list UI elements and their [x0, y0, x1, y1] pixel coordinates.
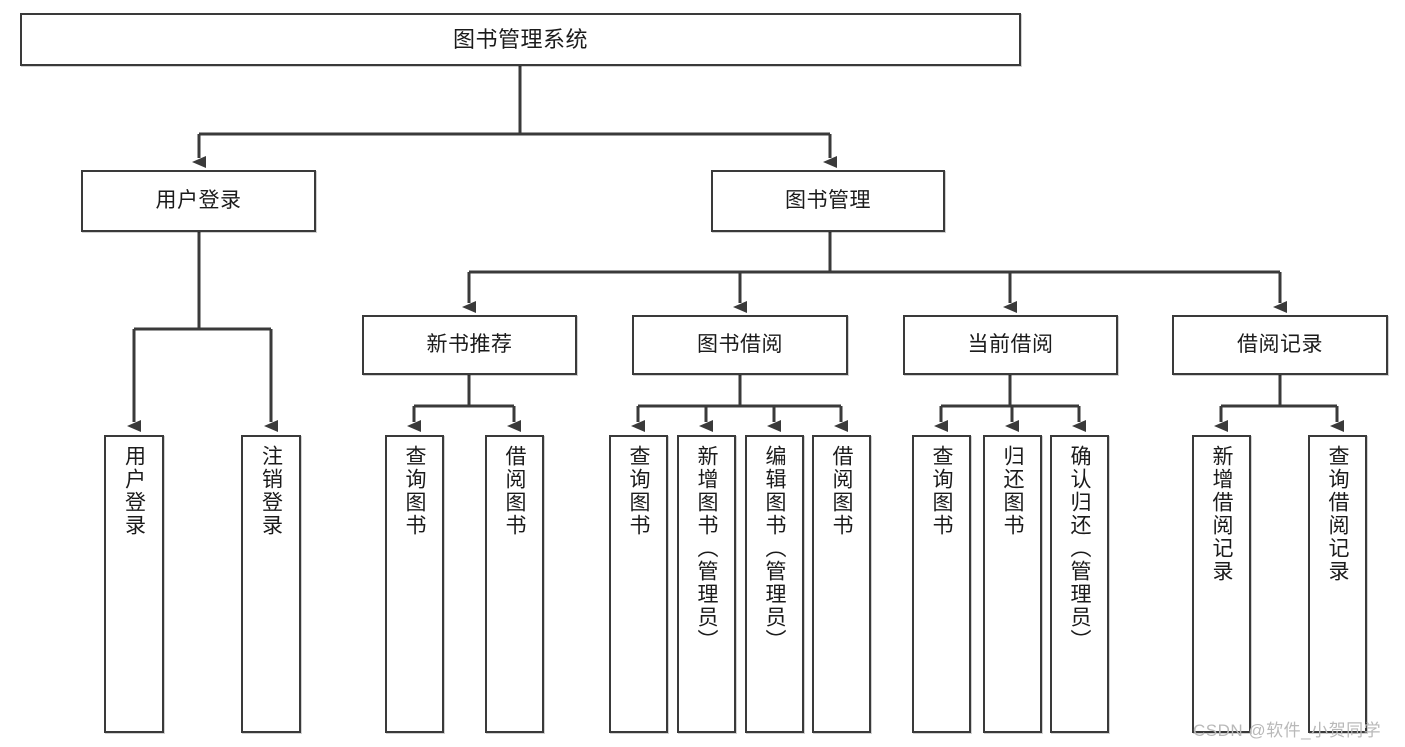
leaf-label: 借阅图书 — [503, 445, 526, 537]
leaf-query-book-current[interactable]: 查询图书 — [912, 435, 971, 733]
node-current-borrow-label: 当前借阅 — [967, 332, 1054, 356]
node-user-login[interactable]: 用户登录 — [81, 170, 316, 232]
leaf-label: 查询借阅记录 — [1326, 445, 1349, 583]
leaf-confirm-return-admin[interactable]: 确认归还（管理员） — [1050, 435, 1109, 733]
leaf-return-book[interactable]: 归还图书 — [983, 435, 1042, 733]
leaf-edit-book-admin[interactable]: 编辑图书（管理员） — [745, 435, 804, 733]
leaf-borrow-book[interactable]: 借阅图书 — [812, 435, 871, 733]
leaf-add-book-admin[interactable]: 新增图书（管理员） — [677, 435, 736, 733]
node-borrow-record[interactable]: 借阅记录 — [1172, 315, 1388, 375]
leaf-label: 查询图书 — [930, 445, 953, 537]
node-new-book-recommendation-label: 新书推荐 — [426, 332, 513, 356]
leaf-query-borrow-record[interactable]: 查询借阅记录 — [1308, 435, 1367, 733]
leaf-label: 新增借阅记录 — [1210, 445, 1233, 583]
leaf-label: 查询图书 — [403, 445, 426, 537]
leaf-user-login[interactable]: 用户登录 — [104, 435, 164, 733]
node-root[interactable]: 图书管理系统 — [20, 13, 1021, 66]
node-current-borrow[interactable]: 当前借阅 — [903, 315, 1118, 375]
node-book-borrow[interactable]: 图书借阅 — [632, 315, 848, 375]
leaf-query-book-recommend[interactable]: 查询图书 — [385, 435, 444, 733]
leaf-label: 编辑图书（管理员） — [763, 445, 786, 652]
leaf-label: 查询图书 — [627, 445, 650, 537]
node-book-management-label: 图书管理 — [785, 188, 871, 212]
leaf-label: 归还图书 — [1001, 445, 1024, 537]
leaf-logout[interactable]: 注销登录 — [241, 435, 301, 733]
node-user-login-label: 用户登录 — [155, 188, 242, 212]
leaf-query-book-borrow[interactable]: 查询图书 — [609, 435, 668, 733]
leaf-label: 确认归还（管理员） — [1068, 445, 1091, 652]
node-book-management[interactable]: 图书管理 — [711, 170, 945, 232]
node-root-label: 图书管理系统 — [452, 26, 588, 52]
leaf-add-borrow-record[interactable]: 新增借阅记录 — [1192, 435, 1251, 733]
leaf-label: 借阅图书 — [830, 445, 853, 537]
node-new-book-recommendation[interactable]: 新书推荐 — [362, 315, 577, 375]
leaf-label: 注销登录 — [259, 445, 283, 537]
csdn-watermark: CSDN @软件_小贺同学 — [1193, 721, 1382, 740]
node-borrow-record-label: 借阅记录 — [1237, 332, 1323, 356]
node-book-borrow-label: 图书借阅 — [697, 332, 783, 356]
leaf-borrow-book-recommend[interactable]: 借阅图书 — [485, 435, 544, 733]
leaf-label: 用户登录 — [122, 445, 146, 537]
leaf-label: 新增图书（管理员） — [695, 445, 718, 652]
